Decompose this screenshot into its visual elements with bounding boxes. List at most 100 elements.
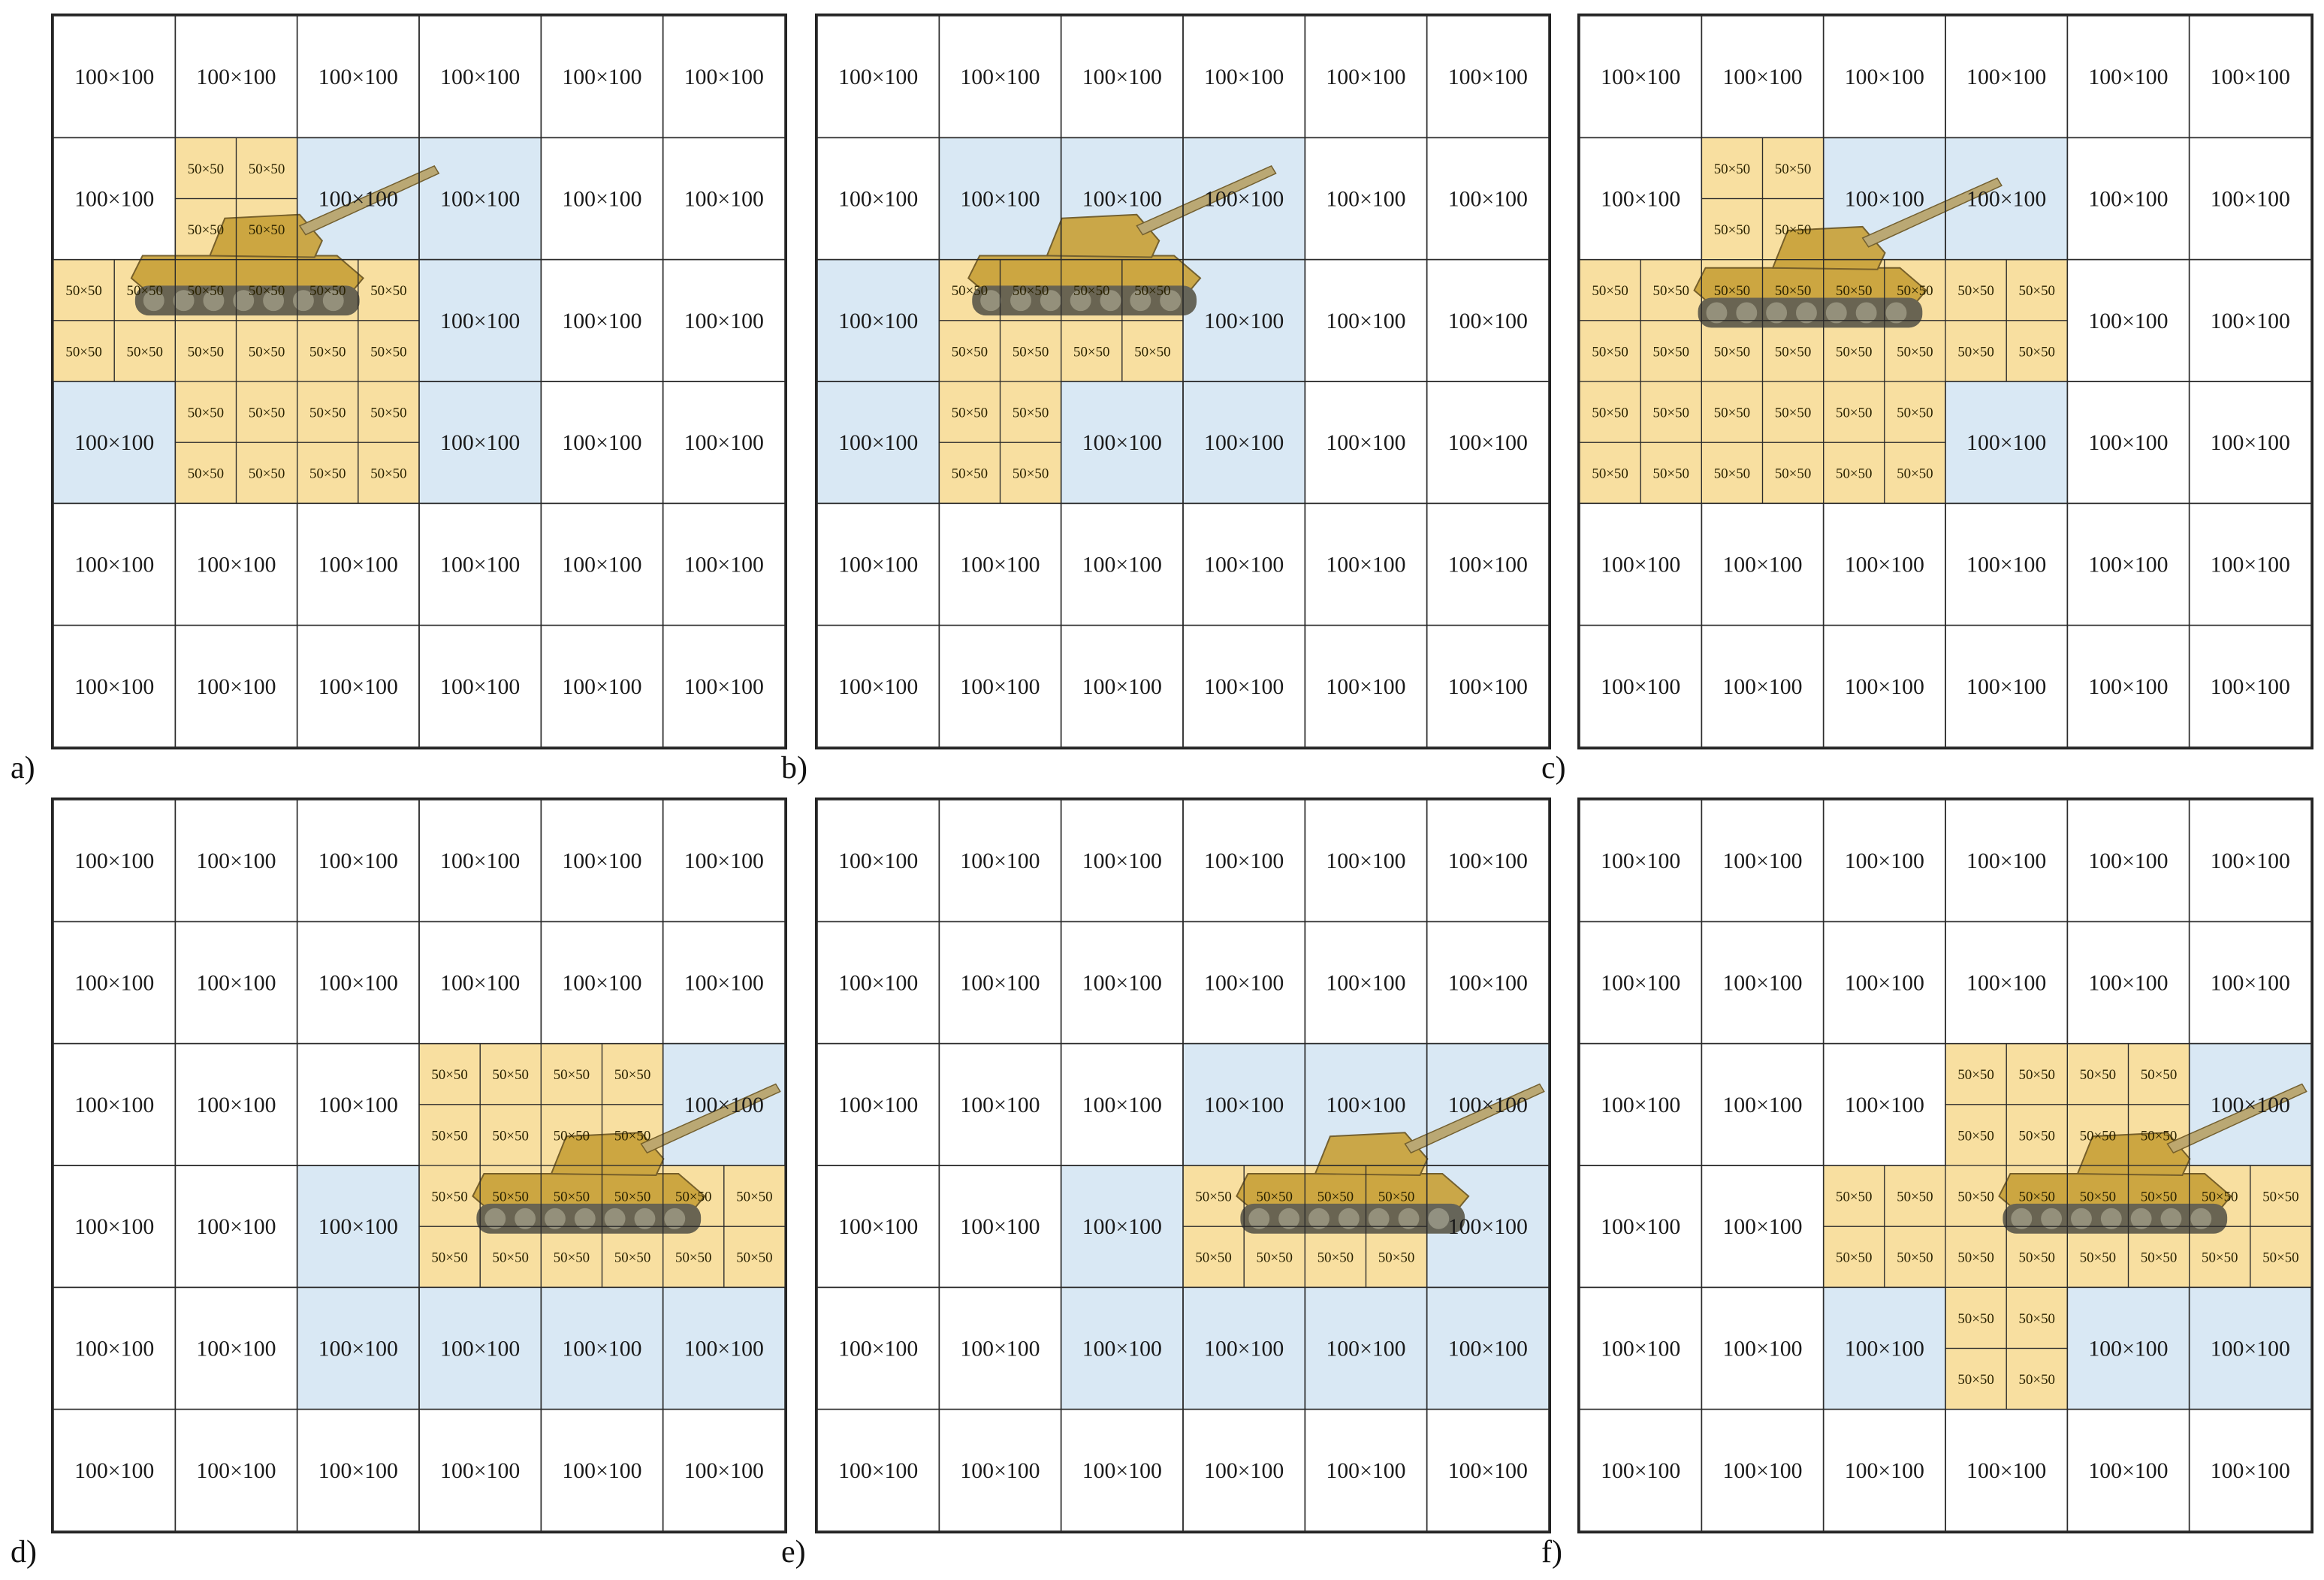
sub-cell-label: 50×50 — [952, 466, 988, 482]
sub-cell-label: 50×50 — [1957, 1067, 1994, 1083]
sub-cell-label: 50×50 — [2202, 1190, 2238, 1205]
panel-label-a: a) — [11, 751, 35, 785]
tank-wheel — [483, 1206, 508, 1231]
sub-cell-label: 50×50 — [1897, 406, 1933, 421]
sub-cell-label: 50×50 — [2019, 1250, 2055, 1266]
panel-b: 100×100 100×100 100×100 100×100 100×100 100×1… — [815, 14, 1551, 749]
sub-cell-label: 50×50 — [614, 1250, 650, 1266]
sub-cell-label: 50×50 — [1775, 283, 1811, 299]
panel-e: 100×100 100×100 100×100 100×100 100×100 100×1… — [815, 798, 1551, 1533]
grid-cell — [1426, 1408, 1550, 1532]
grid-cell-label: 100×100 — [1601, 849, 1680, 873]
panel-label-b: b) — [781, 751, 807, 785]
grid-cell-label: 100×100 — [2211, 674, 2290, 699]
blue-region-cell — [2189, 1043, 2311, 1165]
tank-wheel — [1277, 1206, 1302, 1231]
blue-region-cell — [297, 1287, 419, 1410]
tank-wheel — [1794, 300, 1818, 325]
grid-cell-label: 100×100 — [440, 309, 520, 333]
sub-cell-label: 50×50 — [127, 283, 163, 299]
sub-cell-label: 50×50 — [1775, 222, 1811, 238]
blue-region-cell — [1183, 381, 1305, 504]
grid-cell-label: 100×100 — [1448, 849, 1528, 873]
tank-image — [1693, 177, 2003, 328]
sub-cell-label: 50×50 — [1317, 1250, 1354, 1266]
sub-cell-label: 50×50 — [431, 1067, 467, 1083]
sub-cell-label: 50×50 — [2141, 1067, 2177, 1083]
grid-cell-label: 100×100 — [1204, 1093, 1284, 1117]
grid-cell-label: 100×100 — [2088, 186, 2168, 211]
grid-cell-label: 100×100 — [1722, 1336, 1802, 1361]
blue-region-cell — [297, 1165, 419, 1288]
sub-cell-label: 50×50 — [309, 406, 346, 421]
sub-cell-label: 50×50 — [1836, 466, 1872, 482]
grid-cell-label: 100×100 — [2088, 674, 2168, 699]
sub-cell-label: 50×50 — [249, 344, 285, 360]
grid-cell-label: 100×100 — [2088, 552, 2168, 577]
grid-cell-label: 100×100 — [196, 1214, 276, 1239]
grid-cell-label: 100×100 — [838, 309, 918, 333]
tank-wheel — [662, 1206, 687, 1231]
sub-cell-label: 50×50 — [2141, 1128, 2177, 1144]
sub-cell-label: 50×50 — [1257, 1190, 1293, 1205]
sub-cell-label: 50×50 — [554, 1250, 590, 1266]
tank-wheel — [979, 288, 1004, 313]
blue-region-cell — [2067, 1287, 2190, 1410]
grid-cell-label: 100×100 — [2211, 552, 2290, 577]
grid-cell-label: 100×100 — [562, 65, 641, 89]
grid-cell-label: 100×100 — [1204, 186, 1284, 211]
tank-wheel — [632, 1206, 657, 1231]
sub-cell-label: 50×50 — [1592, 406, 1628, 421]
grid-cell-label: 100×100 — [318, 1214, 398, 1239]
grid-cell-label: 100×100 — [196, 1093, 276, 1117]
grid-cell-label: 100×100 — [1082, 186, 1162, 211]
grid-cell-label: 100×100 — [196, 970, 276, 995]
tank-wheel — [1734, 300, 1759, 325]
blue-region-cell — [419, 137, 542, 260]
grid-cell-label: 100×100 — [562, 186, 641, 211]
panel-d: 100×100 100×100 100×100 100×100 100×100 100×1… — [51, 798, 787, 1533]
grid-cell-label: 100×100 — [2211, 65, 2290, 89]
grid-cell-label: 100×100 — [1326, 970, 1405, 995]
sub-cell-label: 50×50 — [614, 1190, 650, 1205]
grid-cell-label: 100×100 — [1448, 309, 1528, 333]
tank-image — [1236, 1083, 1545, 1234]
sub-cell-label: 50×50 — [127, 344, 163, 360]
grid-cell-label: 100×100 — [440, 674, 520, 699]
sub-cell-label: 50×50 — [1775, 466, 1811, 482]
grid-cell-label: 100×100 — [2088, 309, 2168, 333]
grid-cell-label: 100×100 — [684, 430, 764, 455]
sub-cell-label: 50×50 — [2080, 1128, 2116, 1144]
grid-cell-label: 100×100 — [1326, 1093, 1405, 1117]
grid-svg: 100×100 100×100 100×100 100×100 100×100 100×1… — [53, 15, 786, 748]
grid-cell-label: 100×100 — [1082, 1093, 1162, 1117]
sub-cell-label: 50×50 — [1195, 1190, 1231, 1205]
tank-wheel — [572, 1206, 597, 1231]
grid-cell-label: 100×100 — [196, 65, 276, 89]
grid-cell-label: 100×100 — [960, 1093, 1040, 1117]
grid-cell-label: 100×100 — [2088, 970, 2168, 995]
grid-cell-label: 100×100 — [960, 849, 1040, 873]
tank-wheel — [1854, 300, 1879, 325]
grid-cell-label: 100×100 — [562, 309, 641, 333]
sub-cell-label: 50×50 — [431, 1128, 467, 1144]
sub-cell-label: 50×50 — [2019, 1128, 2055, 1144]
grid-cell-label: 100×100 — [74, 970, 154, 995]
sub-cell-label: 50×50 — [952, 344, 988, 360]
tank-wheel — [1366, 1206, 1391, 1231]
grid-cell — [1426, 624, 1550, 748]
blue-region-cell — [1061, 1165, 1183, 1288]
sub-cell-label: 50×50 — [2080, 1067, 2116, 1083]
grid-cell-label: 100×100 — [838, 552, 918, 577]
grid-cell-label: 100×100 — [74, 1214, 154, 1239]
sub-cell-label: 50×50 — [188, 161, 224, 177]
sub-cell-label: 50×50 — [2019, 283, 2055, 299]
grid-cell-label: 100×100 — [1204, 65, 1284, 89]
grid-cell-label: 100×100 — [2211, 1093, 2290, 1117]
grid-cell-label: 100×100 — [74, 65, 154, 89]
tank-turret — [1314, 1132, 1429, 1177]
tank-barrel — [298, 165, 440, 236]
grid-cell — [662, 624, 786, 748]
tank-image — [130, 165, 440, 316]
grid-cell-label: 100×100 — [1082, 970, 1162, 995]
